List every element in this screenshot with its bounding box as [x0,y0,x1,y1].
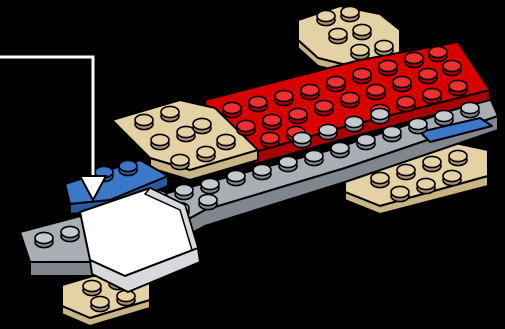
stud [345,116,363,131]
stud [383,126,401,141]
stud [351,44,369,59]
stud [357,134,375,149]
stud [443,170,461,185]
stud [329,28,347,43]
stud [371,108,389,123]
stud [405,52,423,67]
stud [461,102,479,117]
stud [417,178,435,193]
stud [275,90,293,105]
stud [379,60,397,75]
stud [227,170,245,185]
stud [193,118,211,133]
stud [117,290,135,305]
stud [419,68,437,83]
stud [423,88,441,103]
stud [423,156,441,171]
stud [341,6,359,21]
stud [249,96,267,111]
stud [263,114,281,129]
stud [409,118,427,133]
stud [331,142,349,157]
stud [449,150,467,165]
stud [391,186,409,201]
stud [305,150,323,165]
stud [161,106,179,121]
stud [301,84,319,99]
stud [293,132,311,147]
stud [61,226,79,241]
stud [171,154,189,169]
stud [319,124,337,139]
stud [393,76,411,91]
stud [223,102,241,117]
stud [449,80,467,95]
stud [375,40,393,55]
stud [397,164,415,179]
stud [367,84,385,99]
stud [353,68,371,83]
stud [317,10,335,25]
stud [353,24,371,39]
stud [371,172,389,187]
stud [327,76,345,91]
stud [261,132,279,147]
stud [443,60,461,75]
stud [279,156,297,171]
stud [289,108,307,123]
stud [253,164,271,179]
stud [119,160,137,175]
stud [217,134,235,149]
stud [197,146,215,161]
stud [237,120,255,135]
stud [151,134,169,149]
stud [397,96,415,111]
stud [175,184,193,199]
stud [341,92,359,107]
stud [135,114,153,129]
stud [201,178,219,193]
stud [199,194,217,209]
stud [429,46,447,61]
stud [35,232,53,247]
stud [83,280,101,295]
stud [435,110,453,125]
stud [91,296,109,311]
stud [315,100,333,115]
